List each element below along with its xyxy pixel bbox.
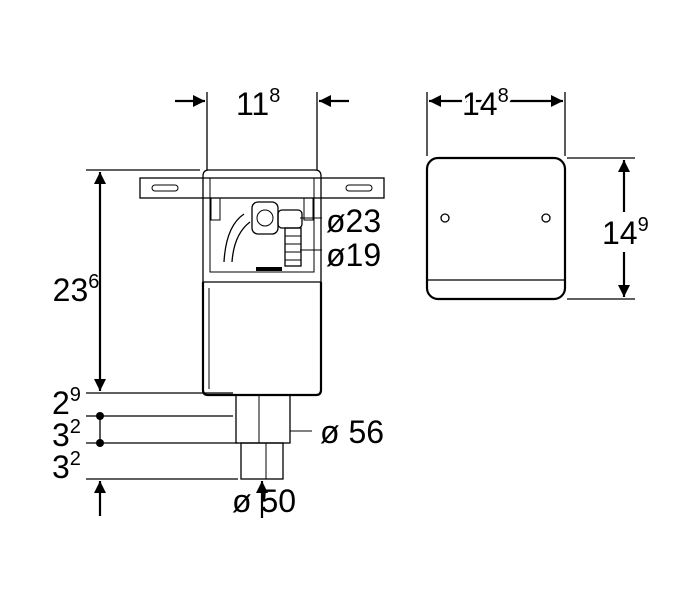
mounting-bracket — [139, 177, 385, 199]
siphon-body — [201, 281, 323, 397]
cover-height-dimension: 149 — [567, 157, 649, 300]
top-width-label: 118 — [236, 85, 280, 122]
cover-width-label: 148 — [462, 85, 509, 122]
pipe-outer-diameter: ø 56 — [320, 414, 384, 450]
hose-diameter-labels: ø23 ø19 — [300, 203, 381, 273]
body-height-dimension: 236 — [53, 169, 233, 394]
hose-inner-diameter: ø19 — [326, 237, 381, 273]
pipe-inner-diameter: ø 50 — [232, 483, 296, 519]
step-3-label: 32 — [52, 448, 81, 485]
pipe-diameter-labels: ø 56 ø 50 — [232, 414, 384, 519]
housing-box — [202, 169, 322, 282]
step-1-label: 29 — [52, 384, 81, 421]
drain-pipe — [235, 394, 291, 480]
step-2-label: 32 — [52, 416, 81, 453]
cover-plate — [425, 156, 567, 301]
top-width-dimension: 118 — [175, 85, 349, 170]
step-dimensions: 29 32 32 — [52, 384, 238, 516]
hose-outer-diameter: ø23 — [326, 203, 381, 239]
cover-height-label: 149 — [602, 214, 649, 251]
body-height-label: 236 — [53, 271, 100, 308]
cover-width-dimension: 148 — [426, 82, 566, 156]
